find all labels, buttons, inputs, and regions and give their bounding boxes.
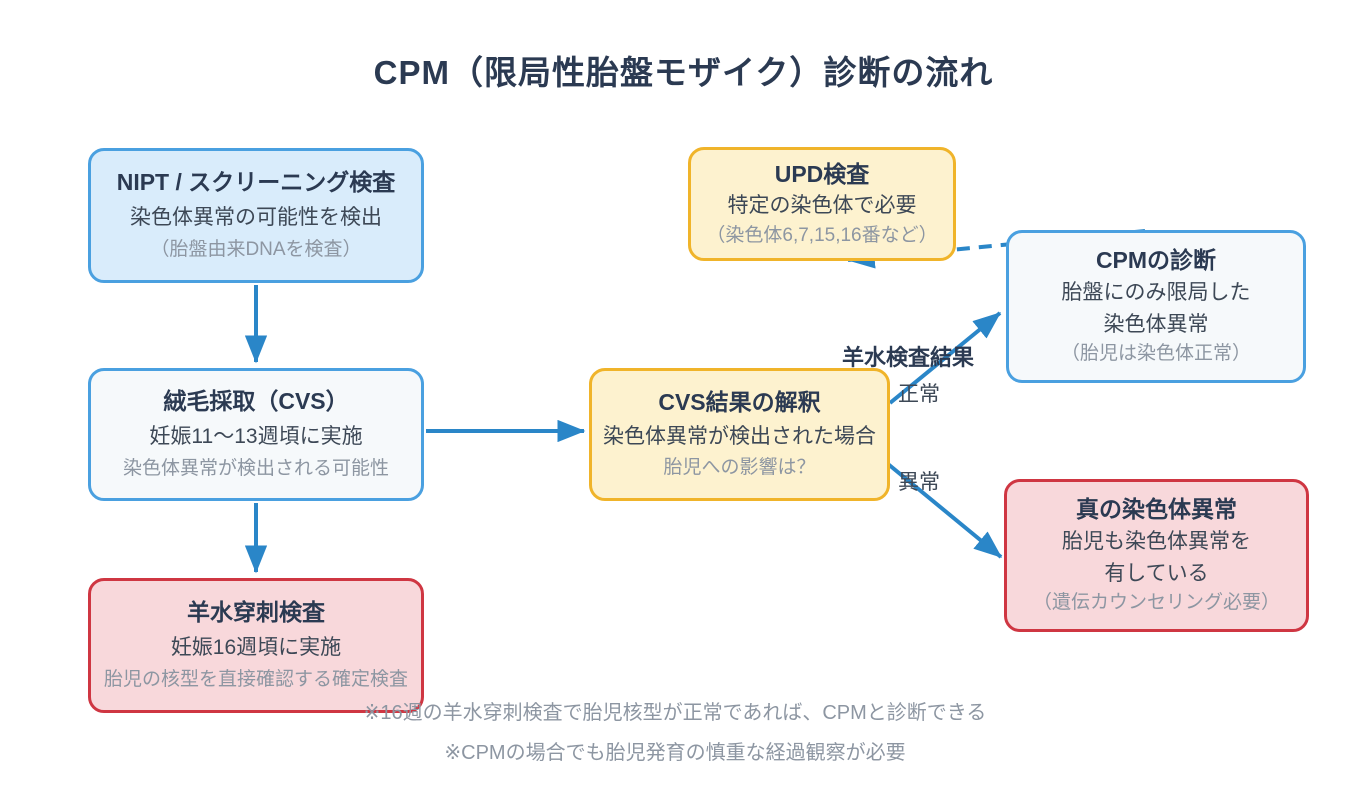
page-title: CPM（限局性胎盤モザイク）診断の流れ	[373, 54, 994, 91]
footnotes: ※16週の羊水穿刺検査で胎児核型が正常であれば、CPMと診断できる ※CPMの場…	[0, 700, 1350, 780]
interpretation-box-line-2: 胎児への影響は？	[663, 457, 816, 479]
true-abnormality-box: 真の染色体異常 胎児も染色体異常を 有している （遺伝カウンセリング必要）	[1004, 479, 1309, 632]
upd-box-title: UPD検査	[774, 160, 870, 187]
cpm-box-line-3: （胎児は染色体正常）	[1060, 342, 1251, 364]
true-abnormality-box-line-2: 有している	[1104, 561, 1209, 585]
amnio-box-title: 羊水穿刺検査	[187, 599, 325, 626]
upd-test-box: UPD検査 特定の染色体で必要 （染色体6,7,15,16番など）	[688, 147, 956, 261]
interpretation-box-title: CVS結果の解釈	[658, 389, 821, 416]
upd-box-line-1: 特定の染色体で必要	[727, 194, 917, 218]
upd-box-line-2: （染色体6,7,15,16番など）	[706, 224, 938, 246]
amnio-result-label: 羊水検査結果	[842, 345, 975, 370]
footnote-1: ※16週の羊水穿刺検査で胎児核型が正常であれば、CPMと診断できる	[363, 702, 987, 724]
cvs-box-line-2: 染色体異常が検出される可能性	[122, 458, 389, 480]
footnote-2: ※CPMの場合でも胎児発育の慎重な経過観察が必要	[444, 742, 906, 764]
cpm-box-line-2: 染色体異常	[1103, 312, 1209, 336]
cpm-box-line-1: 胎盤にのみ限局した	[1061, 281, 1251, 305]
true-abnormality-box-title: 真の染色体異常	[1076, 496, 1237, 523]
cpm-box-title: CPMの診断	[1095, 247, 1217, 274]
cpm-diagnosis-box: CPMの診断 胎盤にのみ限局した 染色体異常 （胎児は染色体正常）	[1006, 230, 1306, 383]
amnio-box-line-1: 妊娠16週頃に実施	[170, 635, 342, 659]
cvs-box-title: 絨毛採取（CVS）	[163, 388, 349, 415]
cvs-interpretation-box: CVS結果の解釈 染色体異常が検出された場合 胎児への影響は？	[589, 368, 890, 501]
nipt-box-line-2: （胎盤由来DNAを検査）	[150, 239, 362, 261]
abnormal-label: 異常	[898, 471, 940, 494]
cvs-box-line-1: 妊娠11〜13週頃に実施	[149, 424, 363, 448]
interpretation-box-line-1: 染色体異常が検出された場合	[603, 424, 876, 448]
nipt-screening-box: NIPT / スクリーニング検査 染色体異常の可能性を検出 （胎盤由来DNAを検…	[88, 148, 424, 283]
normal-label: 正常	[898, 383, 940, 406]
amnio-box-line-2: 胎児の核型を直接確認する確定検査	[103, 669, 408, 691]
true-abnormality-box-line-3: （遺伝カウンセリング必要）	[1032, 591, 1280, 613]
amniocentesis-box: 羊水穿刺検査 妊娠16週頃に実施 胎児の核型を直接確認する確定検査	[88, 578, 424, 713]
nipt-box-title: NIPT / スクリーニング検査	[116, 169, 396, 196]
nipt-box-line-1: 染色体異常の可能性を検出	[130, 205, 382, 229]
true-abnormality-box-line-1: 胎児も染色体異常を	[1062, 530, 1251, 554]
cvs-sampling-box: 絨毛採取（CVS） 妊娠11〜13週頃に実施 染色体異常が検出される可能性	[88, 368, 424, 501]
